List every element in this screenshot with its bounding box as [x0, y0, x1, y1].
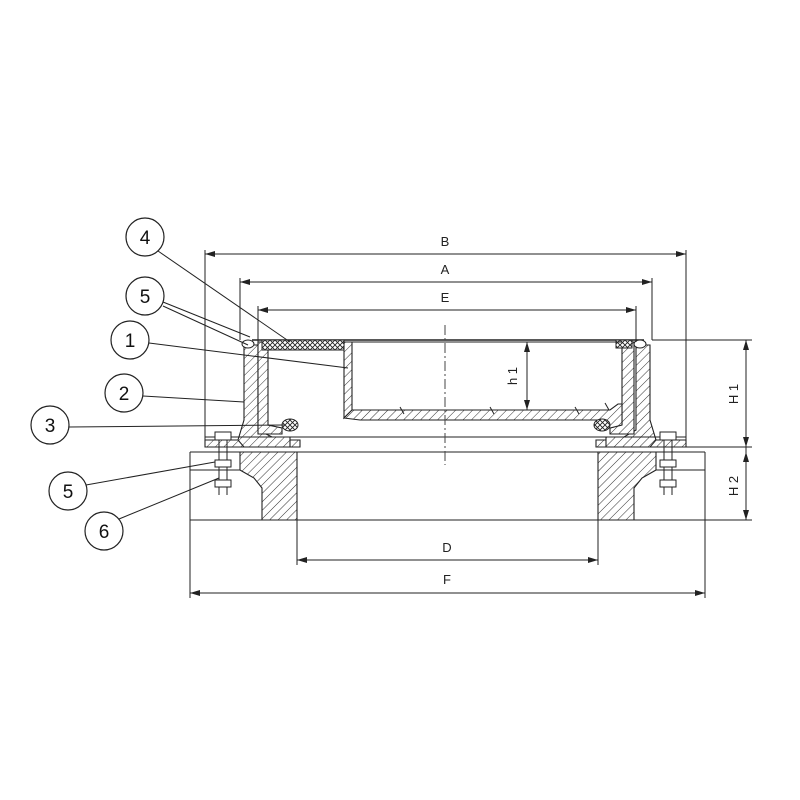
- dimension-D: D: [296, 520, 599, 565]
- svg-text:5: 5: [63, 482, 74, 503]
- cover-bottom-plate: [342, 403, 623, 429]
- cover-wall-left: [257, 341, 283, 435]
- cover: [241, 339, 647, 435]
- dimension-E-label: E: [441, 290, 450, 305]
- base-left-section: [239, 451, 298, 521]
- svg-text:5: 5: [140, 287, 151, 308]
- dimension-H2: H 2: [705, 447, 752, 521]
- svg-text:3: 3: [45, 416, 56, 437]
- callout-2: 2: [104, 373, 245, 413]
- gasket-right: [593, 418, 611, 432]
- dimension-H2-label: H 2: [726, 476, 741, 496]
- dimension-B-label: B: [441, 234, 450, 249]
- callout-6: 6: [84, 477, 220, 551]
- dimension-A: A: [239, 262, 653, 340]
- bolt-right: [659, 431, 677, 495]
- gasket-left: [281, 418, 299, 432]
- dimension-D-label: D: [442, 540, 451, 555]
- svg-text:2: 2: [119, 384, 130, 405]
- dimension-F: F: [189, 520, 706, 598]
- dimension-h1-label: h 1: [505, 367, 520, 385]
- base-frame: [189, 451, 706, 521]
- dimension-H1: H 1: [652, 339, 752, 448]
- dimension-A-label: A: [441, 262, 450, 277]
- dimension-H1-label: H 1: [726, 384, 741, 404]
- dimension-B: B: [204, 234, 687, 440]
- callout-4: 4: [125, 217, 291, 343]
- callout-3: 3: [30, 405, 285, 445]
- svg-text:4: 4: [140, 228, 151, 249]
- cover-filler-left: [261, 339, 345, 351]
- dimension-h1: h 1: [505, 342, 530, 410]
- dimension-E: E: [257, 290, 637, 342]
- callout-1: 1: [110, 320, 349, 369]
- callout-5-bottom: 5: [48, 461, 216, 511]
- base-right-section: [597, 451, 657, 521]
- cover-inner-left: [343, 341, 353, 420]
- dimension-F-label: F: [443, 572, 451, 587]
- bolt-left: [214, 431, 232, 495]
- svg-text:1: 1: [125, 331, 136, 352]
- svg-text:6: 6: [99, 522, 110, 543]
- callout-5-top: 5: [125, 276, 251, 346]
